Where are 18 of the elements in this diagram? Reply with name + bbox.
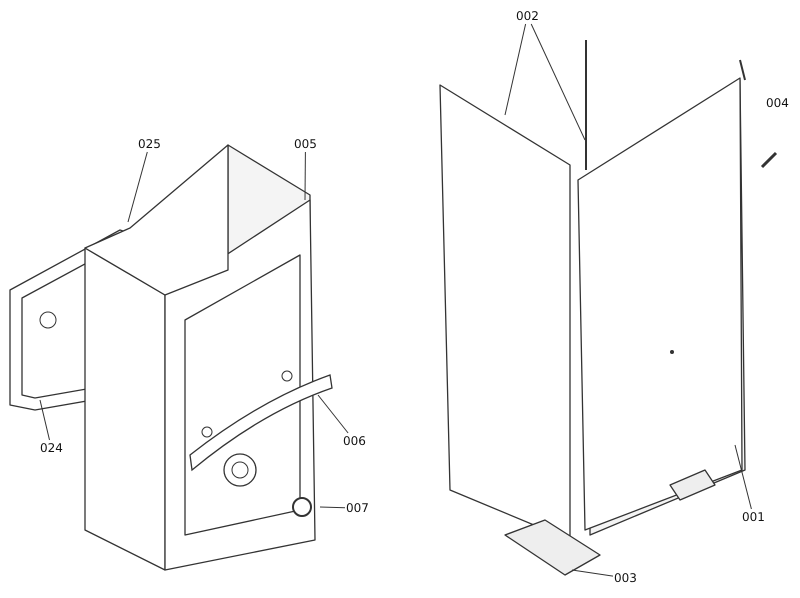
callout-number: 005 [294,137,317,151]
leader-line [304,152,306,200]
leader-line [572,570,614,577]
callout-number: 004 [766,96,789,110]
leader-line [320,506,346,508]
callout-number: 025 [138,137,161,151]
leader-line [318,394,349,434]
callout-number: 006 [343,434,366,448]
leader-line [40,400,50,440]
leader-line [504,24,526,116]
callout-number: 024 [40,441,63,455]
callout-number: 003 [614,571,637,585]
leader-line [128,152,148,222]
callout-number: 001 [742,510,765,524]
leader-line [734,444,752,510]
callout-number: 007 [346,501,369,515]
callout-number: 002 [516,9,539,23]
leader-line [530,24,586,140]
